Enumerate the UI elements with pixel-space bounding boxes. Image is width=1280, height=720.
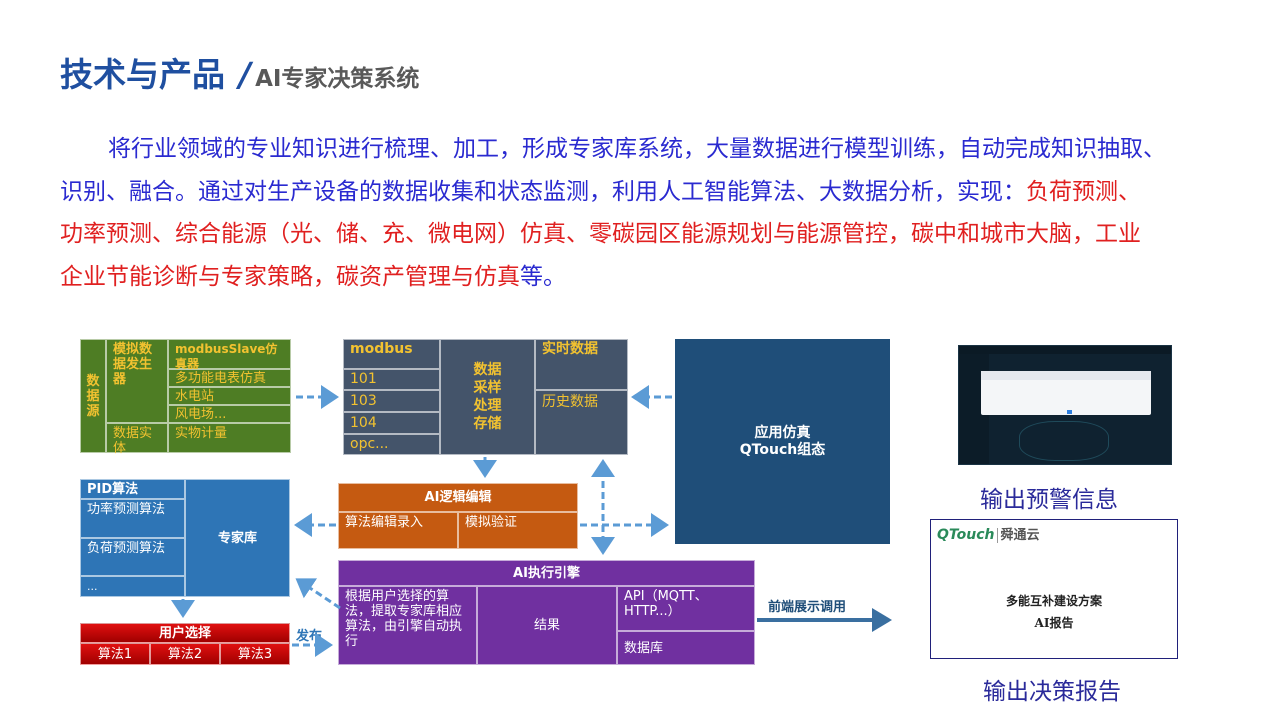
title-separator: / xyxy=(239,55,252,94)
protocol-item: opc... xyxy=(343,434,440,455)
simulator-label: 模拟数据发生器 xyxy=(106,339,168,423)
engine-title: AI执行引擎 xyxy=(338,560,755,586)
modbus-slave-label: modbusSlave仿真器 xyxy=(168,339,291,371)
intro-line: 将行业领域的专业知识进行梳理、加工，形成专家库系统，大量数据进行模型训练，自动完… xyxy=(60,128,1220,171)
app-line1: 应用仿真 xyxy=(754,424,811,441)
frontend-call-label: 前端展示调用 xyxy=(768,600,847,615)
user-select-title: 用户选择 xyxy=(80,623,290,643)
history-data: 历史数据 xyxy=(535,390,628,455)
realtime-data: 实时数据 xyxy=(535,339,628,390)
intro-segment-red: 负荷预测、 xyxy=(1026,178,1141,205)
intro-line: 识别、融合。通过对生产设备的数据收集和状态监测，利用人工智能算法、大数据分析，实… xyxy=(60,171,1220,214)
intro-segment-blue: 等。 xyxy=(520,263,566,290)
logo-cn-text: 舜通云 xyxy=(996,528,1040,543)
protocol-item: 103 xyxy=(343,390,440,412)
sim-item: 风电场... xyxy=(168,405,291,423)
data-source-label: 数据源 xyxy=(80,339,106,453)
logo-text: QTouch xyxy=(937,527,995,543)
report-title: 多能互补建设方案 xyxy=(1005,594,1102,608)
title-subtitle: AI专家决策系统 xyxy=(255,66,420,92)
report-subtitle: AI报告 xyxy=(1034,616,1074,630)
engine-desc: 根据用户选择的算法，提取专家库相应算法，由引擎自动执行 xyxy=(338,586,477,665)
engine-api: API（MQTT、HTTP...） xyxy=(617,586,755,631)
intro-segment-red: 企业节能诊断与专家策略，碳资产管理与仿真 xyxy=(60,263,520,290)
intro-segment-blue: 识别、融合。通过对生产设备的数据收集和状态监测，利用人工智能算法、大数据分析，实… xyxy=(60,178,1026,205)
engine-result: 结果 xyxy=(477,586,617,665)
protocol-header: modbus xyxy=(343,339,440,369)
warning-screenshot xyxy=(958,345,1172,465)
logic-editor-title: AI逻辑编辑 xyxy=(338,483,578,512)
engine-db: 数据库 xyxy=(617,631,755,665)
user-algo-option[interactable]: 算法1 xyxy=(80,643,150,665)
logic-editor-cell: 模拟验证 xyxy=(458,512,578,549)
intro-line: 功率预测、综合能源（光、储、充、微电网）仿真、零碳园区能源规划与能源管控，碳中和… xyxy=(60,213,1220,256)
algo-item: ... xyxy=(80,576,185,597)
intro-paragraph: 将行业领域的专业知识进行梳理、加工，形成专家库系统，大量数据进行模型训练，自动完… xyxy=(60,128,1220,298)
algo-item: 负荷预测算法 xyxy=(80,538,185,576)
intro-segment-blue: 将行业领域的专业知识进行梳理、加工，形成专家库系统，大量数据进行模型训练，自动完… xyxy=(108,136,1166,162)
algo-item: 功率预测算法 xyxy=(80,499,185,538)
pid-algo: PID算法 xyxy=(80,479,185,499)
logic-editor-cell: 算法编辑录入 xyxy=(338,512,458,549)
intro-line: 企业节能诊断与专家策略，碳资产管理与仿真等。 xyxy=(60,256,1220,299)
physical-metering: 实物计量 xyxy=(168,423,291,453)
intro-segment-red: 功率预测、综合能源（光、储、充、微电网）仿真、零碳园区能源规划与能源管控，碳中和… xyxy=(60,221,1141,247)
page-title: 技术与产品 /AI专家决策系统 xyxy=(60,48,419,96)
warning-caption: 输出预警信息 xyxy=(980,487,1118,513)
user-algo-option[interactable]: 算法2 xyxy=(150,643,220,665)
app-line2: QTouch组态 xyxy=(739,441,826,458)
title-main: 技术与产品 xyxy=(60,55,225,94)
protocol-item: 101 xyxy=(343,369,440,390)
process-storage: 数据采样处理存储 xyxy=(440,339,535,455)
expert-library: 专家库 xyxy=(185,479,290,597)
sim-item: 多功能电表仿真 xyxy=(168,369,291,387)
arrow-engine-to-expert xyxy=(295,578,341,610)
protocol-item: 104 xyxy=(343,412,440,434)
entity-label: 数据实体 xyxy=(106,423,168,456)
report-caption: 输出决策报告 xyxy=(983,679,1121,705)
sim-item: 水电站 xyxy=(168,387,291,405)
user-algo-option[interactable]: 算法3 xyxy=(220,643,290,665)
